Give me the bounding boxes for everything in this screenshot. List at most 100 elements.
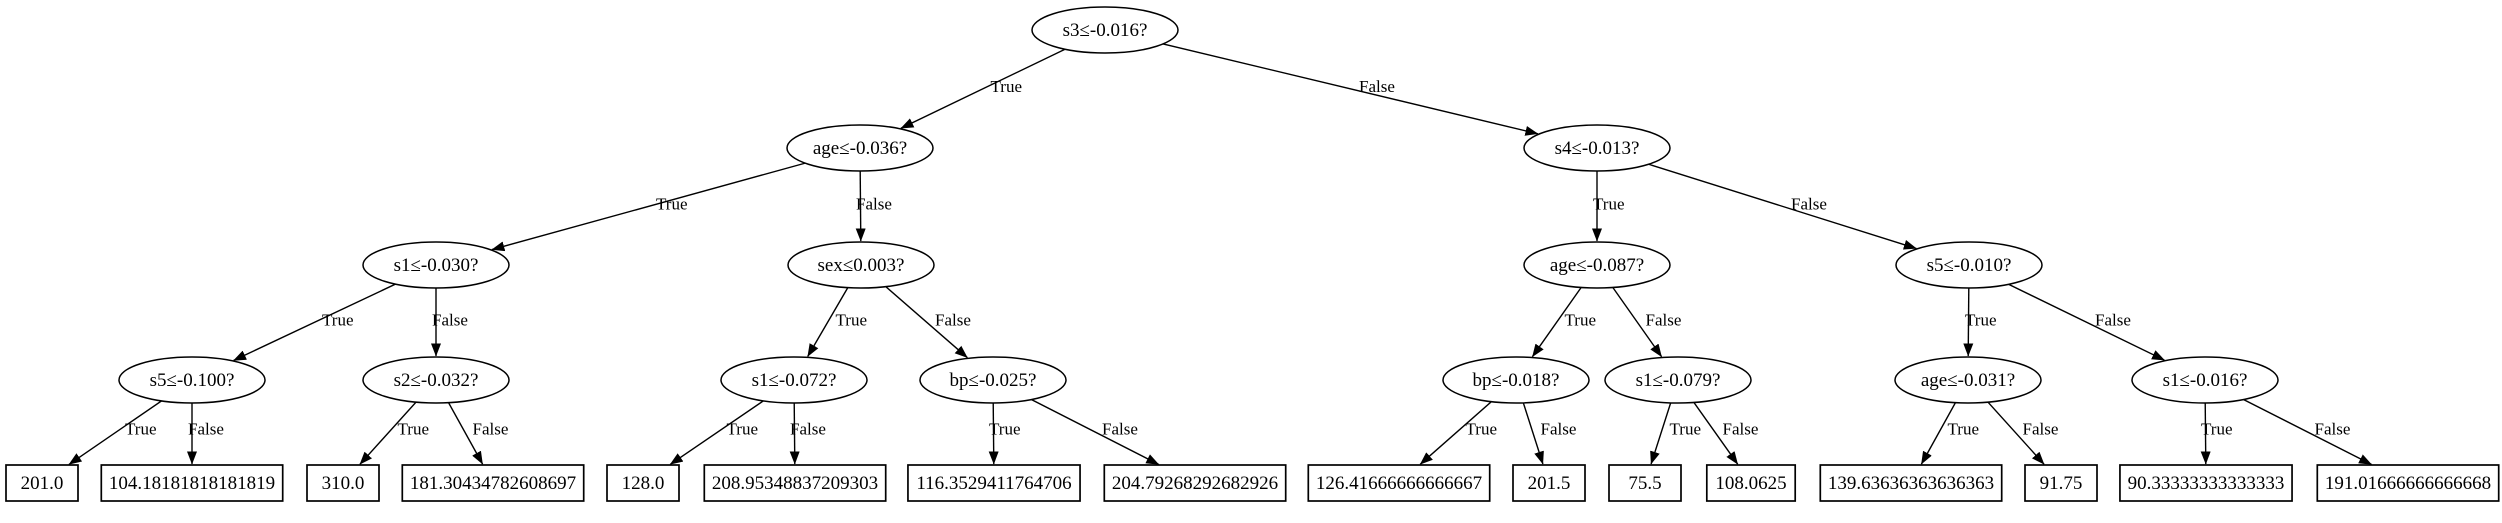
edge-label: False xyxy=(1359,77,1395,96)
decision-node-label: s3≤-0.016? xyxy=(1063,20,1148,41)
decision-node-shape xyxy=(787,241,935,289)
leaf-node-value: 104.18181818181819 xyxy=(109,473,275,494)
edge-label: False xyxy=(1102,420,1138,439)
edge-label: True xyxy=(1670,420,1702,439)
leaf-node: 104.18181818181819 xyxy=(100,464,284,502)
leaf-node: 90.33333333333333 xyxy=(2119,464,2293,502)
leaf-node: 75.5 xyxy=(1608,464,1682,502)
decision-node: bp≤-0.018? xyxy=(1442,356,1590,404)
decision-node-shape xyxy=(786,124,934,172)
decision-node: age≤-0.031? xyxy=(1894,356,2042,404)
leaf-node-value: 75.5 xyxy=(1628,473,1661,494)
tree-edge-false xyxy=(1596,147,1917,250)
edge-label: True xyxy=(1965,311,1997,330)
decision-node-shape xyxy=(720,356,868,404)
leaf-node-value: 201.5 xyxy=(1528,473,1571,494)
leaf-node-value: 128.0 xyxy=(622,473,665,494)
leaf-node-value: 191.01666666666668 xyxy=(2325,473,2491,494)
leaf-node-shape xyxy=(1608,464,1682,502)
leaf-node-value: 116.3529411764706 xyxy=(916,473,1071,494)
leaf-node-shape xyxy=(1819,464,2003,502)
leaf-node: 201.0 xyxy=(5,464,79,502)
leaf-node: 181.30434782608697 xyxy=(401,464,585,502)
tree-edge-false xyxy=(1104,29,1539,136)
decision-node: age≤-0.087? xyxy=(1523,241,1671,289)
decision-node-label: s5≤-0.010? xyxy=(1927,255,2012,276)
edge-label: False xyxy=(790,420,826,439)
decision-node-label: s5≤-0.100? xyxy=(150,370,235,391)
leaf-node-shape xyxy=(1307,464,1491,502)
decision-node-label: bp≤-0.025? xyxy=(950,370,1037,391)
nodes-layer: s3≤-0.016?age≤-0.036?s4≤-0.013?s1≤-0.030… xyxy=(5,6,2500,502)
decision-node: s1≤-0.079? xyxy=(1604,356,1752,404)
edge-label: True xyxy=(989,420,1021,439)
decision-node: s1≤-0.016? xyxy=(2131,356,2279,404)
decision-node-shape xyxy=(1604,356,1752,404)
decision-node: s5≤-0.100? xyxy=(118,356,266,404)
decision-node: s3≤-0.016? xyxy=(1031,6,1179,54)
edge-label: False xyxy=(856,195,892,214)
leaf-node-shape xyxy=(100,464,284,502)
edge-label: False xyxy=(188,420,224,439)
decision-node-shape xyxy=(118,356,266,404)
decision-node-label: age≤-0.031? xyxy=(1921,370,2015,391)
decision-node-shape xyxy=(1442,356,1590,404)
decision-node-label: s4≤-0.013? xyxy=(1555,138,1640,159)
leaf-node-value: 204.79268292682926 xyxy=(1112,473,1278,494)
leaf-node-shape xyxy=(1705,464,1797,502)
decision-node-label: age≤-0.036? xyxy=(813,138,907,159)
leaf-node-shape xyxy=(1512,464,1586,502)
leaf-node-shape xyxy=(606,464,680,502)
decision-node-label: sex≤0.003? xyxy=(818,255,905,276)
decision-node-shape xyxy=(1523,124,1671,172)
decision-node: s2≤-0.032? xyxy=(362,356,510,404)
decision-node-label: s1≤-0.072? xyxy=(752,370,837,391)
tree-edge-true xyxy=(491,147,861,252)
decision-node-label: s1≤-0.016? xyxy=(2163,370,2248,391)
leaf-node: 310.0 xyxy=(306,464,380,502)
edge-label: False xyxy=(432,311,468,330)
edge-label: False xyxy=(2023,420,2059,439)
edge-label: False xyxy=(1646,311,1682,330)
leaf-node: 128.0 xyxy=(606,464,680,502)
leaf-node: 126.41666666666667 xyxy=(1307,464,1491,502)
edge-label: True xyxy=(1593,195,1625,214)
decision-node-shape xyxy=(919,356,1067,404)
edge-label: False xyxy=(1791,195,1827,214)
leaf-node: 91.75 xyxy=(2024,464,2098,502)
decision-node-shape xyxy=(1894,356,2042,404)
decision-node-label: age≤-0.087? xyxy=(1550,255,1644,276)
leaf-node-value: 181.30434782608697 xyxy=(410,473,576,494)
edge-label: False xyxy=(2095,311,2131,330)
leaf-node-value: 208.95348837209303 xyxy=(712,473,878,494)
edge-label: True xyxy=(1466,420,1498,439)
decision-node: s5≤-0.010? xyxy=(1895,241,2043,289)
edge-label: False xyxy=(2315,420,2351,439)
leaf-node-value: 126.41666666666667 xyxy=(1316,473,1482,494)
leaf-node: 201.5 xyxy=(1512,464,1586,502)
leaf-node: 139.63636363636363 xyxy=(1819,464,2003,502)
leaf-node-shape xyxy=(5,464,79,502)
decision-node-shape xyxy=(1523,241,1671,289)
edge-label: False xyxy=(935,311,971,330)
leaf-node-shape xyxy=(2316,464,2500,502)
decision-node: s4≤-0.013? xyxy=(1523,124,1671,172)
edge-label: True xyxy=(398,420,430,439)
leaf-node: 116.3529411764706 xyxy=(907,464,1081,502)
leaf-node: 208.95348837209303 xyxy=(703,464,887,502)
leaf-node-shape xyxy=(2024,464,2098,502)
edge-label: False xyxy=(1723,420,1759,439)
decision-node-label: s2≤-0.032? xyxy=(394,370,479,391)
decision-node-shape xyxy=(2131,356,2279,404)
leaf-node-shape xyxy=(1103,464,1287,502)
edge-label: True xyxy=(1948,420,1980,439)
edge-label: True xyxy=(1565,311,1597,330)
edge-label: True xyxy=(727,420,759,439)
edge-label: True xyxy=(991,77,1023,96)
edge-label: True xyxy=(656,195,688,214)
decision-node: bp≤-0.025? xyxy=(919,356,1067,404)
leaf-node-shape xyxy=(2119,464,2293,502)
